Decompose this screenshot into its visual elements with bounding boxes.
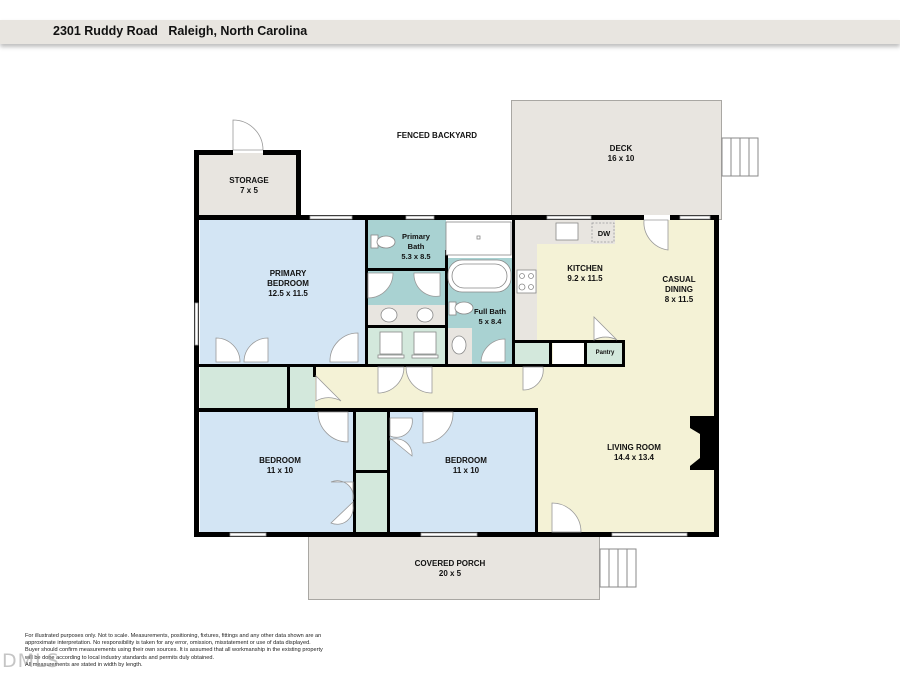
fireplace-icon bbox=[690, 416, 714, 470]
washer-icon bbox=[377, 331, 439, 359]
dishwasher-label: DW bbox=[597, 229, 611, 238]
pantry-label: Pantry bbox=[595, 350, 615, 356]
storage-room bbox=[199, 153, 296, 215]
door-swing-icon bbox=[232, 119, 264, 151]
door-swing-icon bbox=[215, 219, 669, 533]
covered-porch-label: COVERED PORCH 20 x 5 bbox=[414, 559, 486, 578]
watermark: DMLS bbox=[2, 650, 60, 672]
stairs-icon bbox=[599, 548, 637, 588]
bathtub-icon bbox=[447, 259, 512, 293]
full-bath-label: Full Bath 5 x 8.4 bbox=[473, 307, 507, 326]
address-header: 2301 Ruddy Road Raleigh, North Carolina bbox=[0, 20, 900, 44]
pantry-floor bbox=[587, 342, 623, 366]
bedroom-2-label: BEDROOM 11 x 10 bbox=[445, 456, 487, 475]
closet-2 bbox=[356, 472, 388, 532]
vanity-counter bbox=[368, 305, 446, 325]
hall-closet bbox=[200, 365, 288, 410]
casual-dining-label: CASUAL DINING 8 x 11.5 bbox=[662, 275, 696, 304]
fenced-backyard-label: FENCED BACKYARD bbox=[396, 131, 478, 140]
stairs-icon bbox=[721, 137, 759, 177]
stove-icon bbox=[516, 269, 537, 294]
primary-bedroom-label: PRIMARY BEDROOM 12.5 x 11.5 bbox=[267, 269, 309, 298]
dishwasher bbox=[591, 222, 615, 243]
covered-porch bbox=[308, 536, 600, 600]
toilet-icon bbox=[370, 234, 474, 316]
sink-icon bbox=[380, 222, 579, 355]
living-room-label: LIVING ROOM 14.4 x 13.4 bbox=[607, 443, 661, 462]
deck bbox=[511, 100, 722, 220]
address-text: 2301 Ruddy Road Raleigh, North Carolina bbox=[53, 24, 308, 38]
shower-icon bbox=[445, 221, 512, 256]
window-icon bbox=[194, 215, 711, 537]
bedroom-1-label: BEDROOM 11 x 10 bbox=[259, 456, 301, 475]
disclaimer: For illustrated purposes only. Not to sc… bbox=[25, 633, 323, 668]
closet-1 bbox=[356, 412, 388, 470]
linen-closet bbox=[290, 365, 315, 410]
bedroom-2-floor bbox=[390, 412, 536, 532]
primary-bath-label: Primary Bath 5.3 x 8.5 bbox=[401, 232, 431, 261]
kitchen-label: KITCHEN 9.2 x 11.5 bbox=[567, 264, 603, 283]
